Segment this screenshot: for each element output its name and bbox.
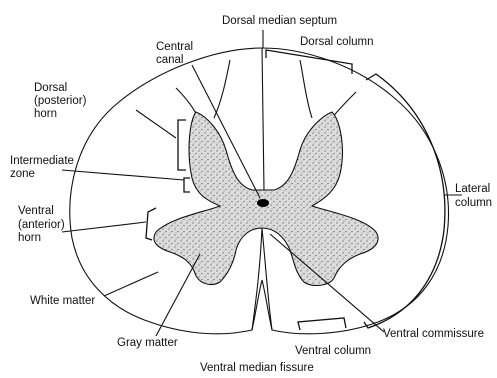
label-central-canal-line1: Central (156, 41, 193, 53)
label-intermediate-zone-line2: zone (10, 168, 35, 180)
dorsal-horn-bracket (178, 120, 186, 170)
leader-ventral-horn (62, 222, 146, 232)
label-central-canal-line2: canal (156, 54, 184, 66)
label-ventral-column: Ventral column (295, 345, 371, 357)
label-dorsal-horn-line1: Dorsal (34, 82, 67, 94)
leader-gray-matter (156, 254, 200, 336)
label-dorsal-median-septum: Dorsal median septum (222, 15, 337, 27)
label-lateral-column-line2: column (455, 197, 492, 209)
central-canal (257, 199, 269, 207)
leader-dorsal-horn (136, 110, 176, 138)
label-intermediate-zone-line1: Intermediate (10, 155, 74, 167)
dorsal-root-entry-left (214, 60, 230, 118)
label-ventral-horn-line3: horn (18, 232, 41, 244)
label-ventral-commissure: Ventral commissure (383, 328, 484, 340)
label-ventral-median-fissure: Ventral median fissure (200, 362, 314, 374)
label-ventral-horn-line1: Ventral (18, 205, 54, 217)
dorsal-root-entry-right (300, 60, 312, 118)
dorsal-column-bracket (266, 50, 352, 74)
intermediate-zone-bracket (184, 178, 190, 192)
gray-matter (154, 112, 378, 285)
leader-white-matter (104, 272, 158, 296)
label-dorsal-column: Dorsal column (300, 36, 374, 48)
label-dorsal-horn-line3: horn (34, 108, 57, 120)
label-white-matter: White matter (30, 295, 95, 307)
label-dorsal-horn-line2: (posterior) (34, 95, 87, 107)
leader-intermediate-zone (62, 170, 184, 180)
lateral-column-bracket (364, 74, 445, 328)
ventral-column-bracket (298, 318, 346, 330)
label-lateral-column-line1: Lateral (455, 183, 490, 195)
dorsal-median-septum-line (262, 48, 264, 190)
label-gray-matter: Gray matter (117, 337, 178, 349)
label-ventral-horn-line2: (anterior) (18, 219, 65, 231)
dorsolateral-sulcus-right (332, 92, 356, 118)
